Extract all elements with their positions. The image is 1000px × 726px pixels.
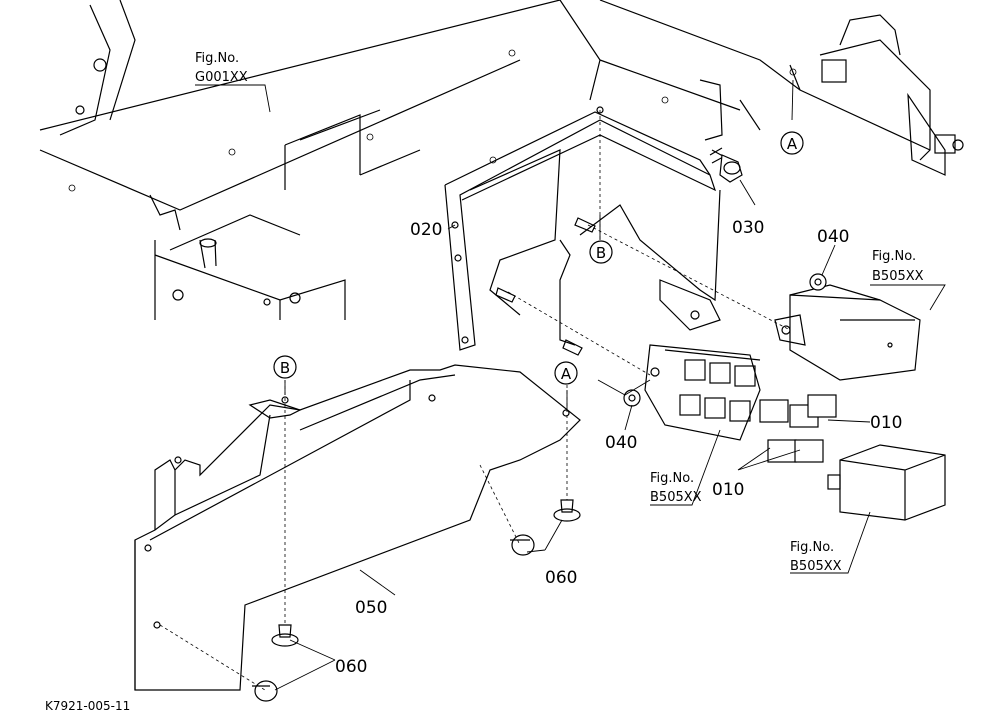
part-number-040-upper: 040 <box>817 227 849 247</box>
fig-ref-b505xx-lower: Fig.No. B505XX <box>790 540 842 574</box>
relay-box-middle <box>644 344 761 441</box>
fig-ref-b505xx-middle-label: Fig.No. <box>650 471 694 486</box>
fig-ref-g001xx: Fig.No. G001XX <box>195 51 248 85</box>
rivet-060-c <box>271 624 299 647</box>
fig-ref-g001xx-label: Fig.No. <box>195 51 239 66</box>
rivet-060-b <box>510 534 535 556</box>
fig-ref-b505xx-upper: Fig.No. B505XX <box>872 249 924 284</box>
chassis-frame <box>39 0 964 320</box>
fig-ref-b505xx-lower-code: B505XX <box>790 559 842 574</box>
part-number-050: 050 <box>355 598 387 618</box>
bolt-030 <box>709 147 743 183</box>
relay-cover-lower <box>827 444 946 521</box>
fig-ref-g001xx-code: G001XX <box>195 70 248 85</box>
nut-040-upper <box>809 273 827 291</box>
fig-ref-b505xx-upper-code: B505XX <box>872 269 924 284</box>
fig-ref-b505xx-middle: Fig.No. B505XX <box>650 471 702 505</box>
fig-ref-b505xx-lower-label: Fig.No. <box>790 540 834 555</box>
part-number-040-lower: 040 <box>605 433 637 453</box>
callout-a-lower: A <box>554 361 578 385</box>
part-number-010-lower: 010 <box>712 480 744 500</box>
part-number-030: 030 <box>732 218 764 238</box>
nut-040-lower <box>623 389 641 407</box>
part-number-020: 020 <box>410 220 442 240</box>
rivet-060-a <box>553 499 581 522</box>
callout-a-upper-text: A <box>787 135 798 153</box>
callout-a-upper: A <box>780 131 804 155</box>
leader-lines <box>195 79 946 691</box>
callout-b-upper: B <box>589 240 613 264</box>
fig-ref-b505xx-middle-code: B505XX <box>650 490 702 505</box>
part-number-060-right: 060 <box>545 568 577 588</box>
cover-050 <box>134 364 581 691</box>
studs <box>495 217 596 356</box>
callout-b-upper-text: B <box>596 244 606 262</box>
part-number-010-right: 010 <box>870 413 902 433</box>
callout-a-lower-text: A <box>561 365 572 383</box>
part-number-060-lower: 060 <box>335 657 367 677</box>
callout-b-lower: B <box>273 355 297 379</box>
bracket-020 <box>444 106 721 351</box>
relay-box-upper <box>774 284 921 381</box>
fig-ref-b505xx-upper-label: Fig.No. <box>872 249 916 264</box>
relays-010 <box>759 394 837 463</box>
callout-b-lower-text: B <box>280 359 290 377</box>
rivet-060-d <box>252 680 278 702</box>
document-code: K7921-005-11 <box>45 699 130 713</box>
